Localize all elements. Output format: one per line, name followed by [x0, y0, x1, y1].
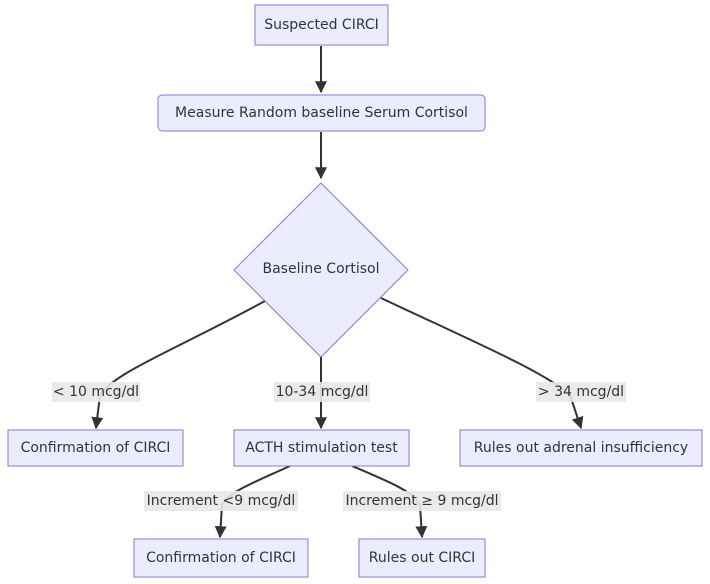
- edge-label-gt34: > 34 mcg/dl: [536, 382, 626, 402]
- edge-decision-to-confirm-left: [91, 300, 266, 430]
- node-acth-stimulation-label: ACTH stimulation test: [245, 440, 398, 456]
- node-confirmation-left-label: Confirmation of CIRCI: [21, 440, 171, 456]
- node-baseline-cortisol-label: Baseline Cortisol: [262, 261, 379, 277]
- edge-label-lt10-text: < 10 mcg/dl: [53, 384, 139, 400]
- edge-label-mid: 10-34 mcg/dl: [274, 382, 370, 402]
- edge-label-mid-text: 10-34 mcg/dl: [276, 384, 369, 400]
- node-acth-stimulation: ACTH stimulation test: [233, 429, 410, 467]
- node-suspected-circi: Suspected CIRCI: [254, 4, 389, 46]
- node-confirmation-left: Confirmation of CIRCI: [7, 429, 184, 467]
- edge-label-gt34-text: > 34 mcg/dl: [538, 384, 624, 400]
- node-rules-out-circi-label: Rules out CIRCI: [369, 550, 475, 566]
- node-baseline-cortisol-decision: Baseline Cortisol: [233, 182, 409, 358]
- node-measure-cortisol-label: Measure Random baseline Serum Cortisol: [175, 105, 468, 121]
- edge-labels: < 10 mcg/dl 10-34 mcg/dl > 34 mcg/dl Inc…: [52, 382, 626, 511]
- edge-label-inc-lt9: Increment <9 mcg/dl: [144, 491, 298, 511]
- edge-decision-to-rules-out-adrenal: [380, 297, 584, 430]
- node-rules-out-circi: Rules out CIRCI: [358, 538, 486, 578]
- edge-label-inc-ge9: Increment ≥ 9 mcg/dl: [343, 491, 501, 511]
- node-rules-out-adrenal-label: Rules out adrenal insufficiency: [474, 440, 688, 456]
- node-confirmation-bottom-label: Confirmation of CIRCI: [146, 550, 296, 566]
- edge-label-inc-ge9-text: Increment ≥ 9 mcg/dl: [345, 493, 498, 509]
- edge-label-inc-lt9-text: Increment <9 mcg/dl: [147, 493, 296, 509]
- edge-label-lt10: < 10 mcg/dl: [52, 382, 140, 402]
- node-rules-out-adrenal: Rules out adrenal insufficiency: [459, 429, 703, 467]
- node-suspected-circi-label: Suspected CIRCI: [264, 17, 379, 33]
- nodes: Suspected CIRCI Measure Random baseline …: [7, 4, 703, 578]
- node-confirmation-bottom: Confirmation of CIRCI: [133, 538, 309, 578]
- node-measure-cortisol: Measure Random baseline Serum Cortisol: [157, 94, 486, 132]
